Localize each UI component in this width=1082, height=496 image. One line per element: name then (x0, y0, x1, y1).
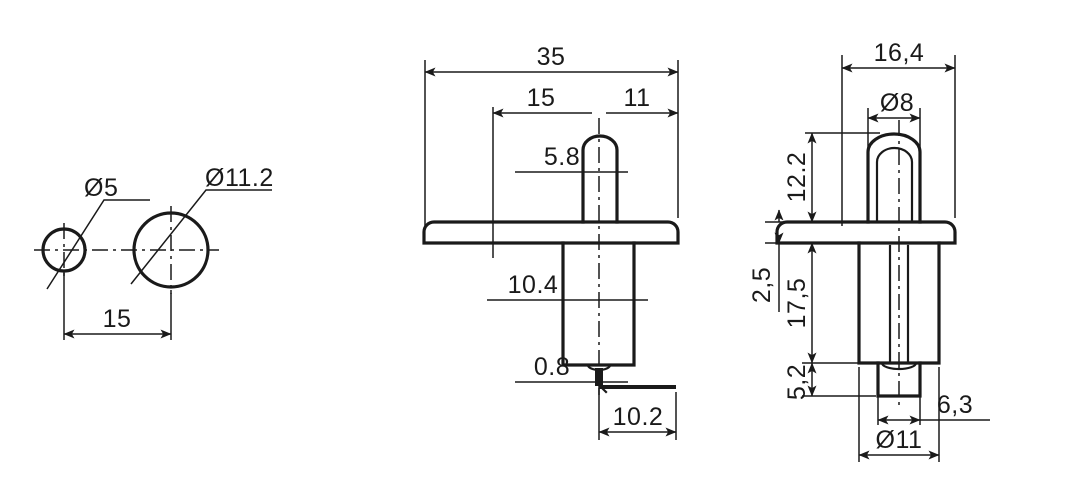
dia11-label: Ø11 (876, 426, 923, 454)
dim10-4-label: 10.4 (508, 271, 559, 299)
dim5-8-label: 5.8 (544, 143, 580, 171)
dim16-4-label: 16,4 (874, 39, 925, 67)
front-pin-body (581, 134, 619, 224)
dim0-8-label: 0.8 (534, 353, 570, 381)
dim15-left-label: 15 (103, 305, 132, 333)
dim10-2-label: 10.2 (613, 403, 664, 431)
side-flange-body (775, 220, 957, 245)
left-view-group: Ø5 Ø11.2 15 (34, 164, 274, 340)
side-pin-outer (866, 132, 922, 224)
front-contact-pin (595, 368, 603, 386)
dim6-3-label: 6,3 (937, 391, 973, 419)
side-bottom-boss (880, 361, 918, 371)
front-view-group: 35 15 11 5.8 10.4 0.8 10.2 (422, 43, 680, 440)
dia11-2-label: Ø11.2 (205, 164, 274, 192)
dim2-5-label: 2,5 (748, 267, 776, 303)
dim17-5-label: 17,5 (783, 278, 811, 329)
dia5-leader-line (46, 199, 150, 290)
dia5-label: Ø5 (84, 174, 118, 202)
dim35-label: 35 (537, 43, 566, 71)
dia8-label: Ø8 (880, 89, 914, 117)
dim15-label: 15 (527, 84, 556, 112)
dim11-label: 11 (624, 84, 651, 112)
front-contact-tail (599, 385, 676, 389)
side-pin-inner (875, 146, 914, 224)
dim5-2-label: 5,2 (783, 364, 811, 400)
side-view-group: 16,4 Ø8 12.2 2,5 17,5 5,2 6,3 (748, 39, 990, 462)
front-flange-body (422, 220, 680, 245)
dim12-2-label: 12.2 (783, 152, 811, 203)
dia11-2-leader-line (130, 189, 272, 285)
